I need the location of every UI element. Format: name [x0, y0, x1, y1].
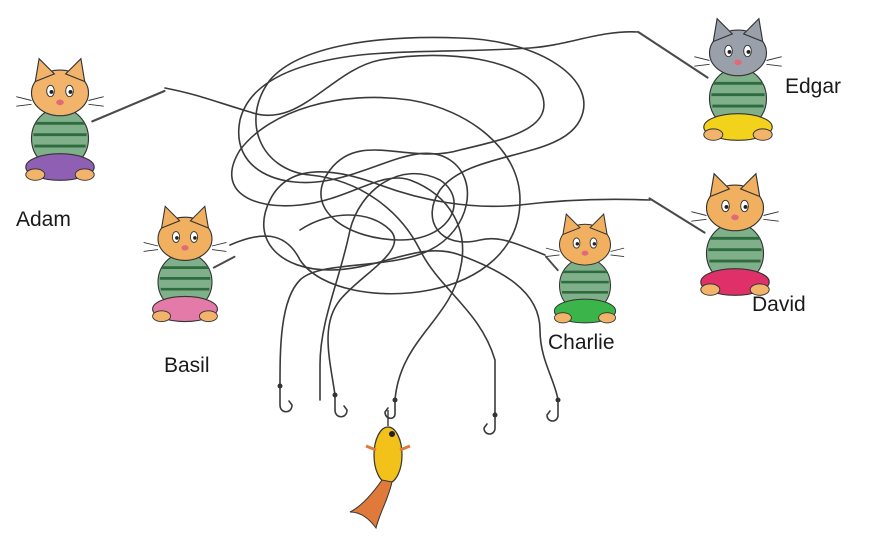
hook-2 [332, 392, 348, 418]
name-charlie: Charlie [548, 331, 615, 354]
hook-4 [483, 412, 498, 435]
cat-charlie [544, 213, 625, 324]
cat-basil [143, 205, 236, 323]
name-basil: Basil [164, 354, 210, 377]
name-david: David [752, 293, 806, 316]
hook-5 [546, 397, 561, 422]
cat-david [648, 172, 779, 296]
hook-1 [277, 383, 293, 413]
cat-adam [16, 57, 166, 181]
fish-icon [349, 410, 411, 530]
line-adam [164, 54, 545, 401]
line-charlie [255, 36, 585, 416]
name-edgar: Edgar [785, 75, 841, 98]
hook-3 [384, 397, 398, 420]
fishing-lines [164, 31, 651, 416]
cat-edgar [637, 17, 782, 141]
line-extra [299, 214, 396, 396]
line-edgar [237, 31, 639, 386]
name-adam: Adam [16, 208, 71, 231]
hooks [277, 383, 561, 435]
line-basil [229, 96, 521, 401]
line-david [263, 171, 651, 401]
